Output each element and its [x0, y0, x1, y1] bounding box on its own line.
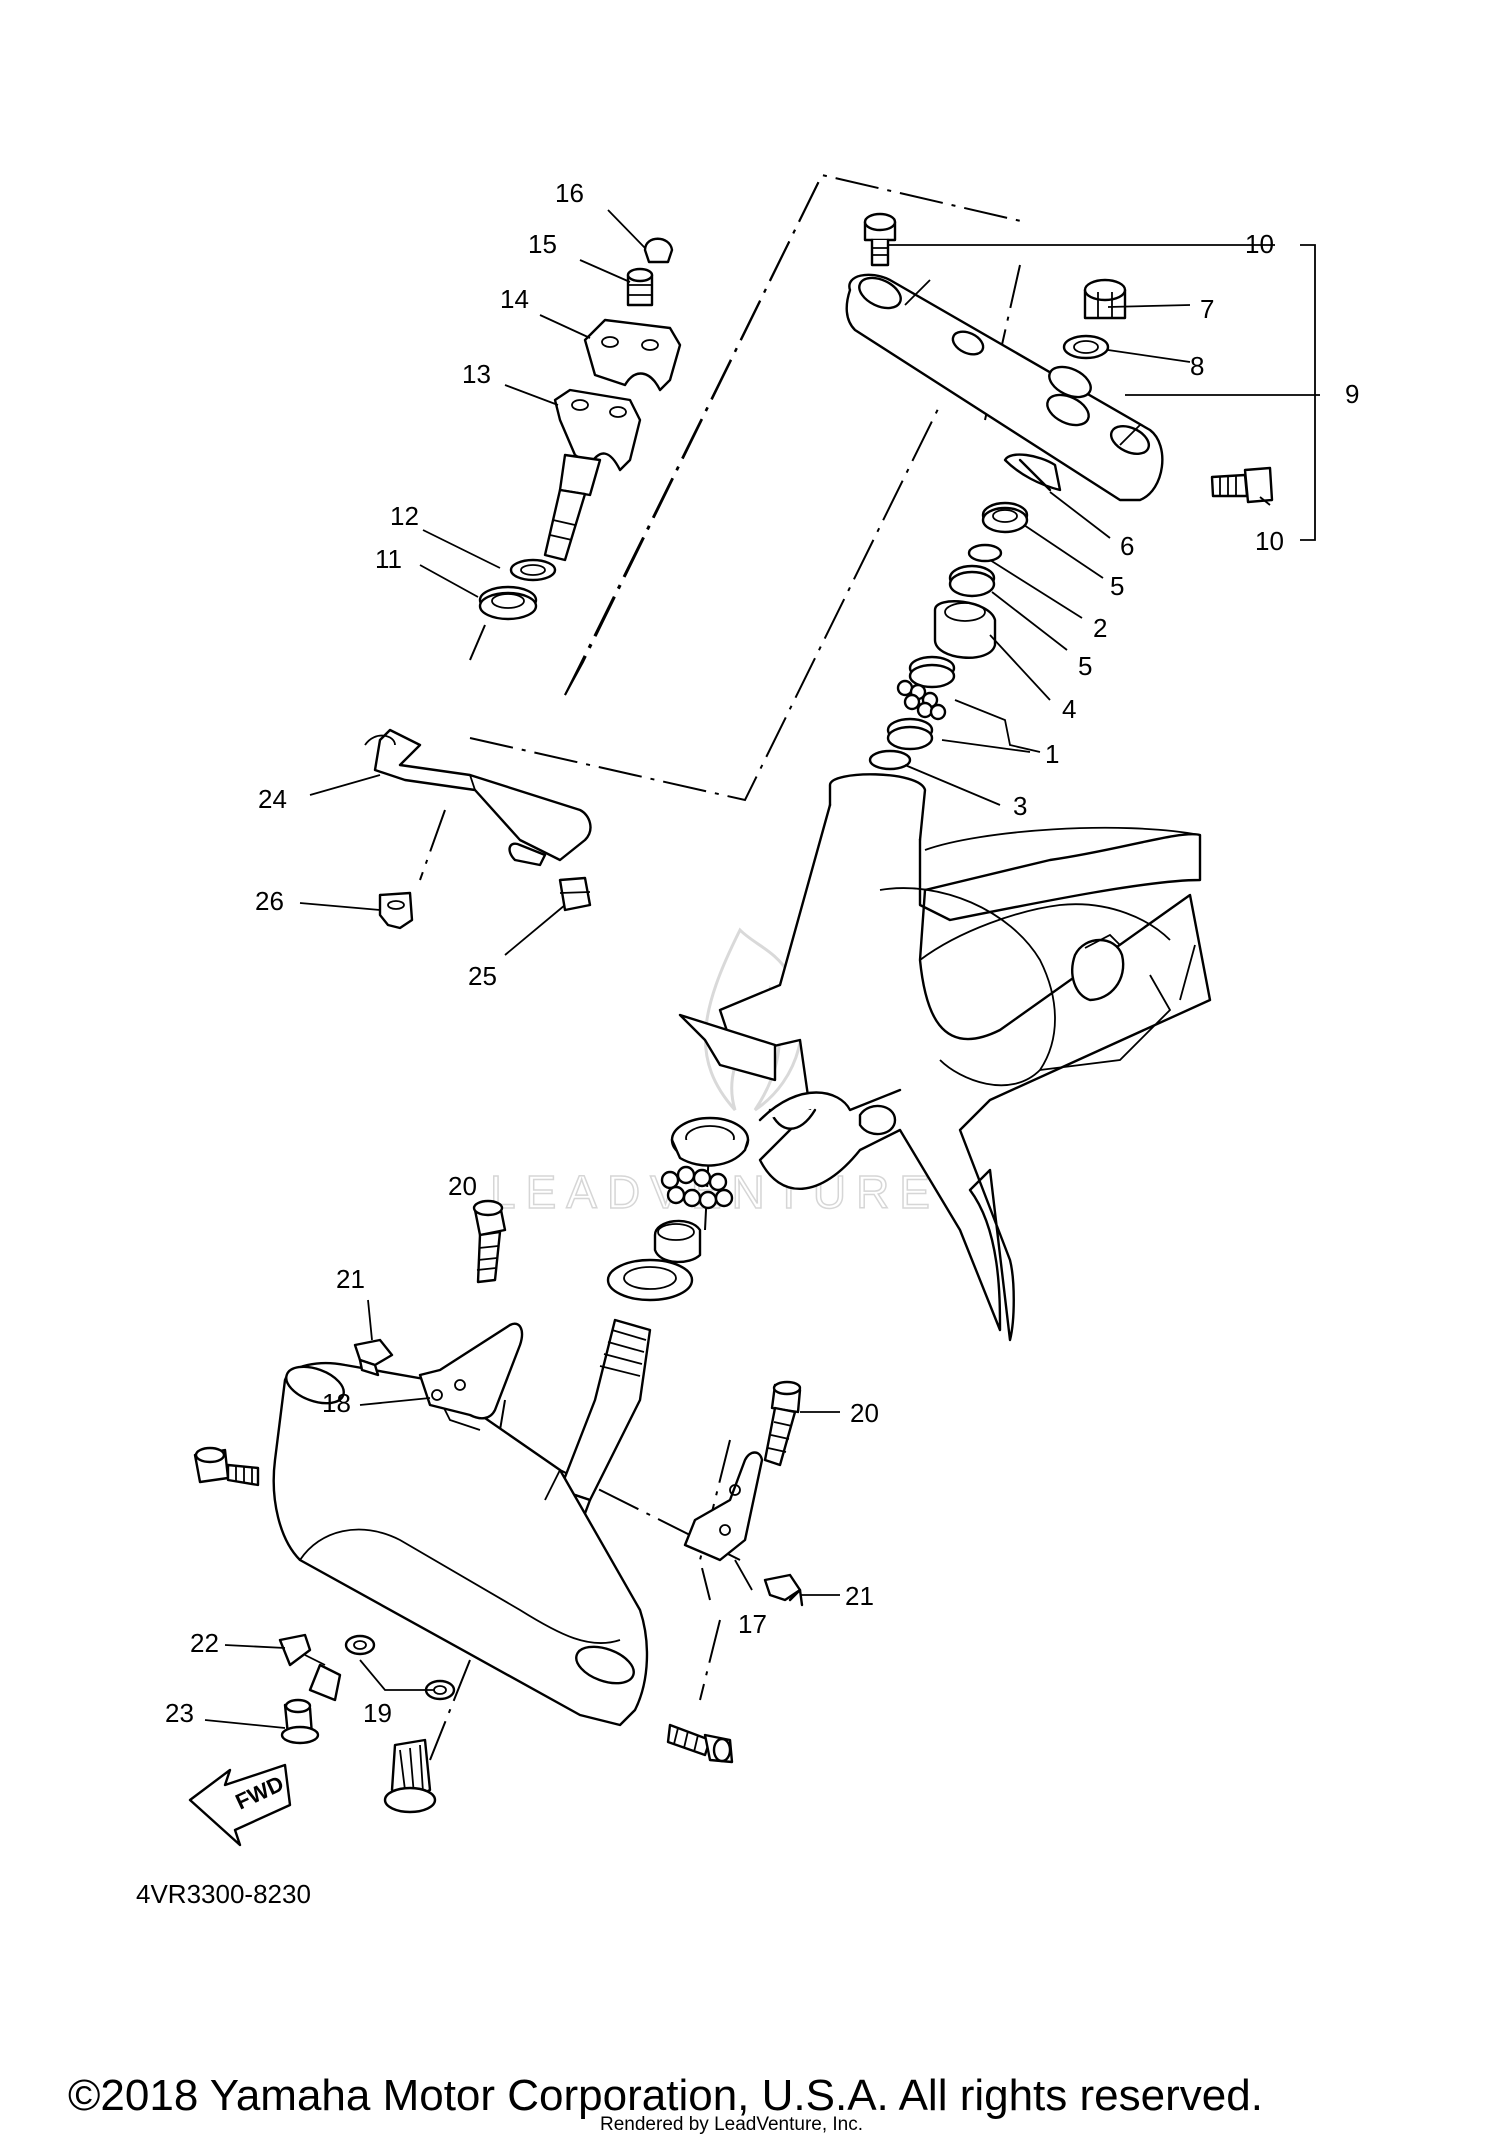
callout-10-top: 10 [1245, 229, 1274, 259]
callout-24: 24 [258, 784, 287, 814]
callout-20-left: 20 [448, 1171, 477, 1201]
callout-15: 15 [528, 229, 557, 259]
callout-10-bottom: 10 [1255, 526, 1284, 556]
callout-21-right: 21 [845, 1581, 874, 1611]
lower-bolts [193, 1199, 802, 1814]
cap-nut-7 [1062, 278, 1127, 360]
callout-8: 8 [1190, 351, 1204, 381]
handlebar-riser-parts [478, 237, 682, 621]
callout-19: 19 [363, 1698, 392, 1728]
callout-23: 23 [165, 1698, 194, 1728]
callout-9: 9 [1345, 379, 1359, 409]
meter-bracket [364, 728, 592, 930]
callout-4: 4 [1062, 694, 1076, 724]
callout-5-upper: 5 [1110, 571, 1124, 601]
rendered-by-text: Rendered by LeadVenture, Inc. [600, 2114, 863, 2135]
bolts-10 [863, 212, 1274, 504]
brackets-and-clips [278, 1322, 804, 1702]
callout-2: 2 [1093, 613, 1107, 643]
ball-bearings [896, 679, 947, 721]
callout-14: 14 [500, 284, 529, 314]
callout-labels: 16 15 14 13 12 11 10 10 7 8 9 6 5 2 5 4 … [165, 178, 1359, 1728]
callout-20-right: 20 [850, 1398, 879, 1428]
callout-11: 11 [375, 544, 402, 574]
bearing-stack [868, 453, 1062, 771]
frame [678, 773, 1212, 1342]
callout-17: 17 [738, 1609, 767, 1639]
copyright-text: ©2018 Yamaha Motor Corporation, U.S.A. A… [68, 2071, 1263, 2120]
callout-1: 1 [1045, 739, 1059, 769]
callout-3: 3 [1013, 791, 1027, 821]
callout-6: 6 [1120, 531, 1134, 561]
callout-25: 25 [468, 961, 497, 991]
callout-16: 16 [555, 178, 584, 208]
callout-leaders [204, 209, 1320, 1729]
callout-5-lower: 5 [1078, 651, 1092, 681]
callout-18: 18 [322, 1388, 351, 1418]
part-code: 4VR3300-8230 [136, 1879, 311, 1909]
under-bracket [272, 1361, 649, 1727]
callout-13: 13 [462, 359, 491, 389]
lower-ball-bearings [660, 1165, 734, 1210]
callout-26: 26 [255, 886, 284, 916]
callout-7: 7 [1200, 294, 1214, 324]
callout-21-left: 21 [336, 1264, 365, 1294]
callout-12: 12 [390, 501, 419, 531]
upper-bracket [845, 273, 1164, 502]
callout-22: 22 [190, 1628, 219, 1658]
fwd-arrow: FWD [188, 1763, 292, 1847]
